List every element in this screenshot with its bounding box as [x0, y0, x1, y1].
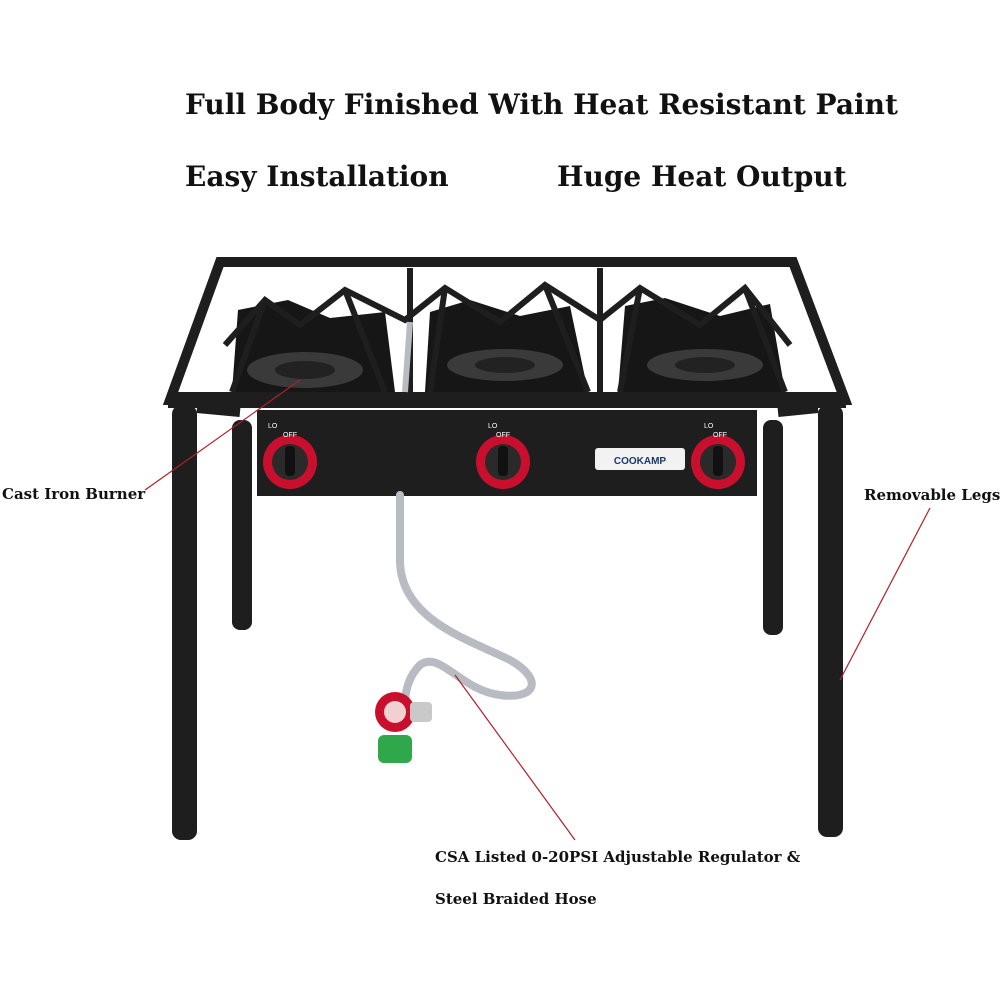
- knob-right: [691, 435, 745, 489]
- knob-center-lo-label: LO: [488, 423, 498, 430]
- burner-right: [618, 298, 785, 392]
- front-left-leg: [172, 405, 197, 840]
- knob-left: [263, 435, 317, 489]
- burner-center: [425, 300, 588, 392]
- headline-paint: Full Body Finished With Heat Resistant P…: [185, 88, 898, 121]
- pot-support-grate: [222, 268, 793, 394]
- callout-cast-iron-burner: Cast Iron Burner: [2, 485, 146, 503]
- braided-hose: [396, 491, 536, 709]
- regulator-leader-line: [454, 674, 576, 841]
- burner-leader-line: [144, 379, 301, 491]
- knob-center-off-label: OFF: [496, 432, 510, 439]
- knob-center: [476, 435, 530, 489]
- back-right-leg: [763, 420, 783, 635]
- callout-regulator-line1: CSA Listed 0-20PSI Adjustable Regulator …: [435, 848, 801, 866]
- knob-left-off-label: OFF: [283, 432, 297, 439]
- front-left-brace: [196, 403, 241, 417]
- knob-left-lo-label: LO: [268, 423, 278, 430]
- burner-left: [232, 300, 395, 392]
- brand-logo-plate: [595, 448, 685, 470]
- front-rail: [168, 392, 846, 408]
- headline-heat-output: Huge Heat Output: [557, 160, 847, 193]
- knob-right-lo-label: LO: [704, 423, 714, 430]
- brand-logo-text: COOKAMP: [614, 456, 667, 467]
- regulator: [375, 692, 432, 763]
- front-right-leg: [818, 405, 843, 837]
- front-right-brace: [777, 403, 819, 417]
- back-left-leg: [232, 420, 252, 630]
- legs-leader-line: [839, 507, 931, 681]
- headline-installation: Easy Installation: [185, 160, 449, 193]
- knob-right-off-label: OFF: [713, 432, 727, 439]
- callout-removable-legs: Removable Legs: [864, 486, 1000, 504]
- callout-regulator-line2: Steel Braided Hose: [435, 890, 597, 908]
